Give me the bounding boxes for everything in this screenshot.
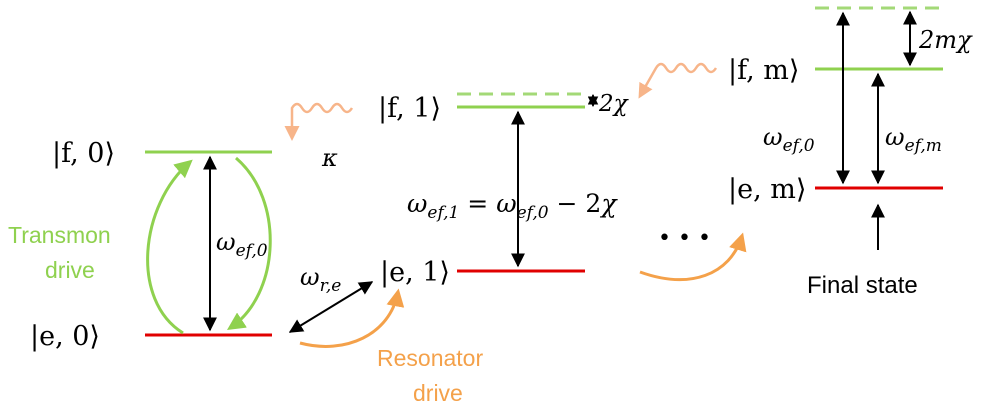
omega-ef0-right-label: ωef,0	[763, 123, 815, 156]
state-label-e0: |e, 0⟩	[30, 321, 100, 352]
omega-efm-label: ωef,m	[885, 123, 942, 156]
resonator-drive-label-line1: Resonator	[377, 345, 483, 371]
resonator-drive-label-line2: drive	[413, 380, 463, 406]
photon-emission-kappa	[284, 102, 354, 141]
transmon-drive-arrow-down	[226, 156, 272, 330]
transmon-drive-arrow-up	[146, 159, 193, 335]
state-label-fm: |f, m⟩	[728, 55, 799, 86]
kappa-label: κ	[321, 144, 338, 172]
resonator-drive-arrow-1	[299, 288, 405, 348]
transmon-drive-label-line1: Transmon	[8, 222, 111, 248]
omega-ef0-left-label: ωef,0	[216, 228, 268, 261]
omega-ef1-equation: ωef,1 = ωef,0 − 2χ	[407, 189, 618, 223]
transition-arrow-re	[288, 281, 374, 333]
transmon-drive-label-line2: drive	[45, 257, 95, 283]
two-m-chi-label: 2mχ	[918, 26, 973, 54]
state-label-em: |e, m⟩	[728, 174, 806, 205]
state-label-f0: |f, 0⟩	[52, 138, 115, 169]
two-chi-label: 2χ	[598, 91, 630, 117]
omega-re-label: ωr,e	[300, 263, 341, 296]
photon-emission-fm	[638, 62, 718, 99]
final-state-label: Final state	[807, 272, 918, 299]
ellipsis-dots: • • •	[658, 226, 711, 251]
resonator-drive-arrow-2	[639, 232, 747, 281]
state-label-e1: |e, 1⟩	[380, 257, 450, 288]
state-label-f1: |f, 1⟩	[378, 93, 441, 124]
